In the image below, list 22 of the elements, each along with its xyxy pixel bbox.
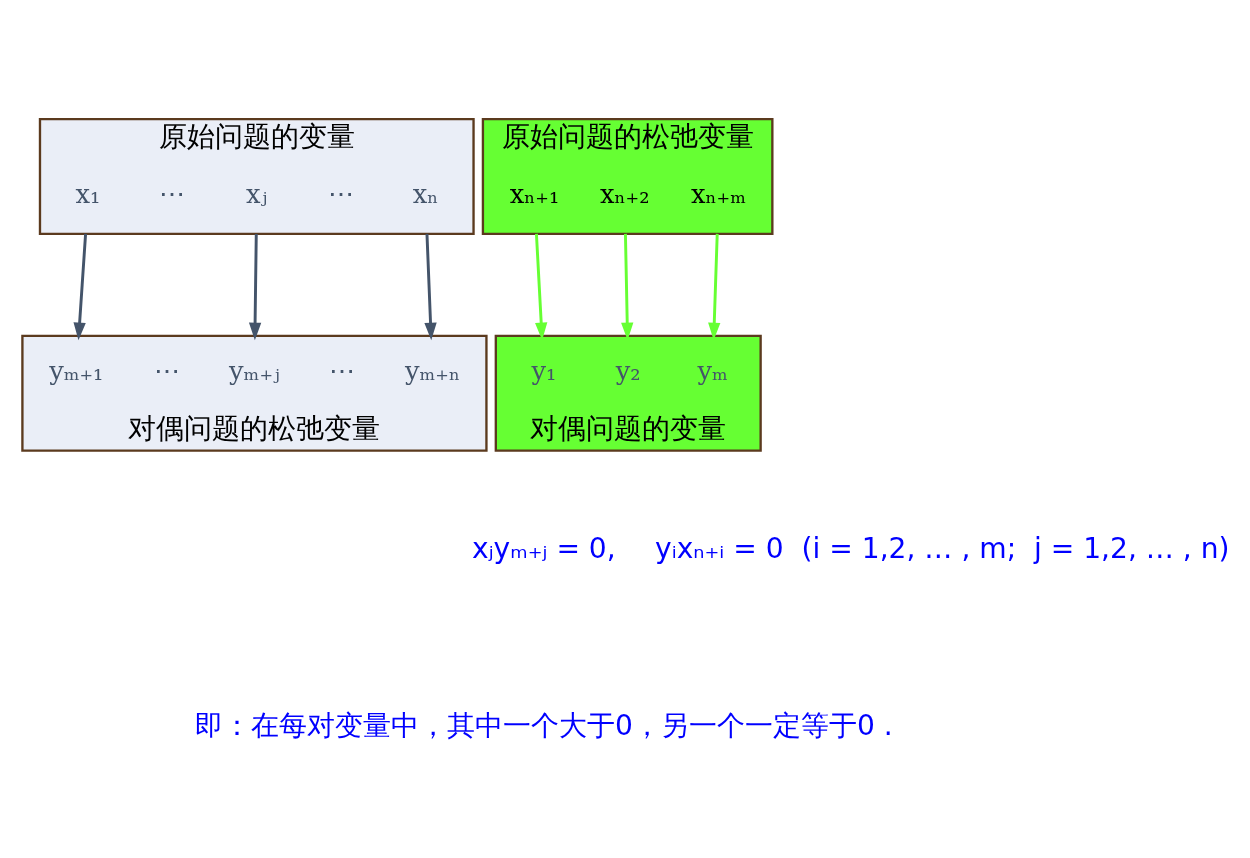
- label: 即：在每对变量中，其中一个大于0，另一个一定等于0 .: [195, 708, 893, 742]
- node-text: y₁: [531, 355, 557, 386]
- node-text: yₘ₊₁: [49, 355, 104, 386]
- node-text: xₙ₊₂: [599, 178, 650, 209]
- node-text: xₙ: [412, 178, 439, 209]
- node-text: xₙ₊₁: [509, 178, 560, 209]
- arrow: [248, 233, 262, 341]
- node-text: ⋯: [153, 355, 180, 386]
- node-text: yₘ₊ₙ: [404, 355, 461, 386]
- node-text: xⱼ: [246, 178, 268, 209]
- node-text: ⋯: [328, 178, 355, 209]
- node-text: yₘ₊ⱼ: [229, 355, 280, 386]
- node-text: ⋯: [159, 178, 186, 209]
- arrow: [424, 233, 437, 341]
- node-text: xₙ₊ₘ: [690, 178, 746, 209]
- node-text: y₂: [615, 355, 641, 386]
- label: yᵢxₙ₊ᵢ = 0 (i = 1,2, … , m; j = 1,2, … , n): [655, 531, 1230, 565]
- node-text: ⋯: [329, 355, 356, 386]
- node-text: yₘ: [697, 355, 728, 386]
- node-text: x₁: [75, 178, 101, 209]
- label: xⱼyₘ₊ⱼ = 0,: [472, 531, 616, 565]
- arrow: [73, 233, 88, 341]
